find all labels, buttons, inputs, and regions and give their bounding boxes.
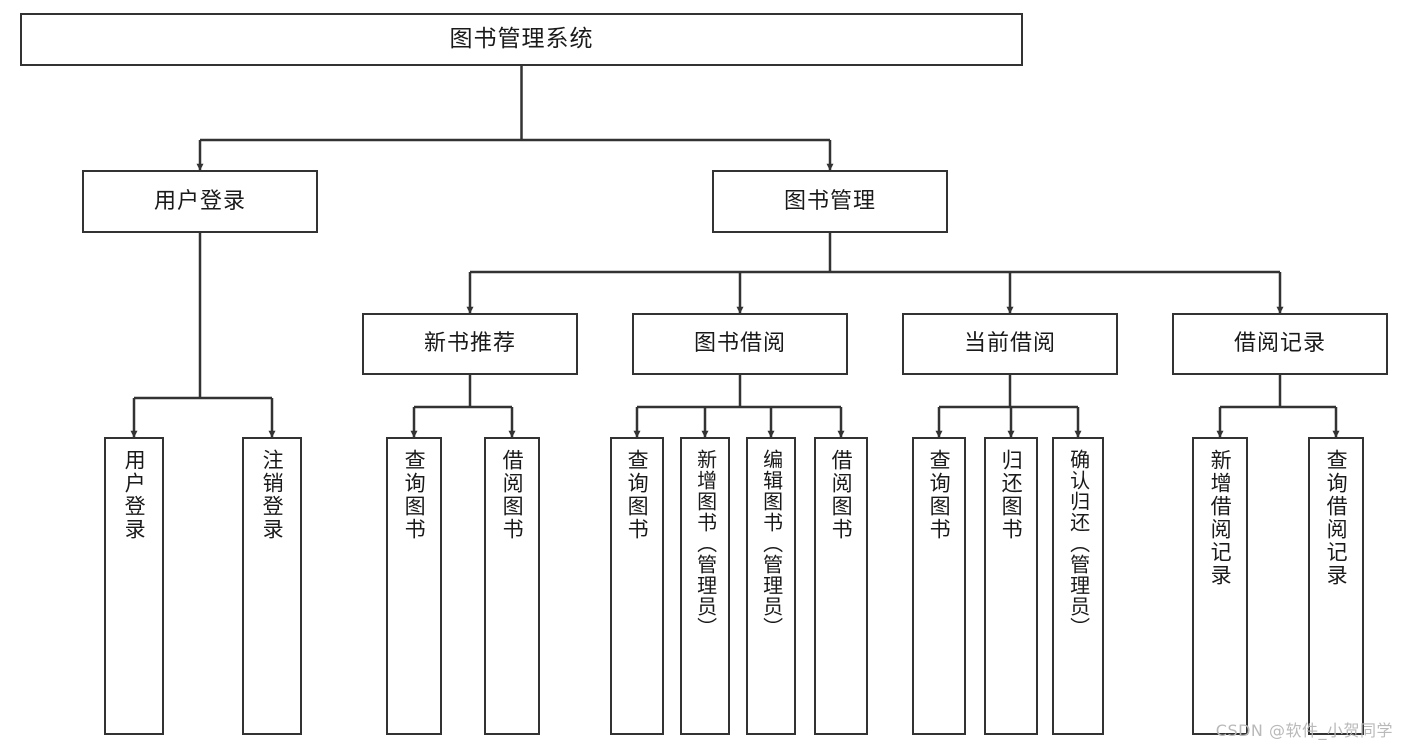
node-label: 查询图书: [927, 449, 952, 541]
node-label: 借阅记录: [1233, 331, 1326, 357]
node-label: 借阅图书: [500, 449, 525, 541]
node-label: 借阅图书: [829, 449, 854, 541]
node-book-manage[interactable]: 图书管理: [712, 170, 948, 233]
node-leaf-cur-query-book[interactable]: 查询图书: [912, 437, 966, 735]
node-leaf-borrow-query-book[interactable]: 查询图书: [610, 437, 664, 735]
node-label: 编辑图书（管理员）: [759, 449, 784, 638]
node-label: 查询图书: [402, 449, 427, 541]
node-label: 新增图书（管理员）: [693, 449, 718, 638]
node-label: 注销登录: [260, 449, 285, 541]
node-label: 新书推荐: [423, 331, 516, 357]
node-label: 用户登录: [122, 449, 147, 541]
node-label: 查询图书: [625, 449, 650, 541]
node-leaf-user-logout[interactable]: 注销登录: [242, 437, 302, 735]
node-borrow-record[interactable]: 借阅记录: [1172, 313, 1388, 375]
watermark: CSDN @软件_小贺同学: [1215, 721, 1393, 740]
node-label: 查询借阅记录: [1324, 449, 1349, 587]
node-current-borrow[interactable]: 当前借阅: [902, 313, 1118, 375]
node-leaf-return-book[interactable]: 归还图书: [984, 437, 1038, 735]
node-new-book-rec[interactable]: 新书推荐: [362, 313, 578, 375]
node-leaf-add-record[interactable]: 新增借阅记录: [1192, 437, 1248, 735]
node-leaf-confirm-return[interactable]: 确认归还（管理员）: [1052, 437, 1104, 735]
node-leaf-query-record[interactable]: 查询借阅记录: [1308, 437, 1364, 735]
node-leaf-rec-query-book[interactable]: 查询图书: [386, 437, 442, 735]
node-root[interactable]: 图书管理系统: [20, 13, 1023, 66]
node-leaf-rec-borrow-book[interactable]: 借阅图书: [484, 437, 540, 735]
node-label: 图书借阅: [693, 331, 786, 357]
node-label: 确认归还（管理员）: [1066, 449, 1091, 638]
node-label: 新增借阅记录: [1208, 449, 1233, 587]
node-leaf-edit-book[interactable]: 编辑图书（管理员）: [746, 437, 796, 735]
node-leaf-add-book[interactable]: 新增图书（管理员）: [680, 437, 730, 735]
node-leaf-user-login[interactable]: 用户登录: [104, 437, 164, 735]
node-label: 图书管理: [783, 188, 876, 214]
node-leaf-borrow-borrow-book[interactable]: 借阅图书: [814, 437, 868, 735]
node-book-borrow[interactable]: 图书借阅: [632, 313, 848, 375]
node-label: 当前借阅: [963, 331, 1056, 357]
node-label: 用户登录: [153, 188, 246, 214]
node-user-login[interactable]: 用户登录: [82, 170, 318, 233]
node-label: 归还图书: [999, 449, 1024, 541]
node-label: 图书管理系统: [449, 25, 594, 52]
